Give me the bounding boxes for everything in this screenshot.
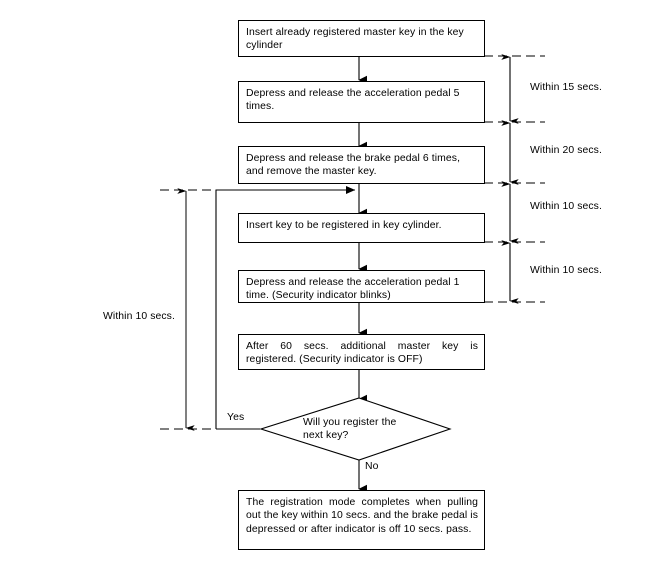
edge-label-yes: Yes: [227, 412, 245, 423]
timing-label-within-15-secs: Within 15 secs.: [530, 82, 602, 93]
process-box-acceleration-pedal-5: Depress and release the acceleration ped…: [238, 81, 485, 123]
timing-label-within-10-secs-left: Within 10 secs.: [103, 311, 175, 322]
process-box-brake-pedal-6: Depress and release the brake pedal 6 ti…: [238, 146, 485, 184]
decision-text-line2: next key?: [303, 430, 349, 441]
decision-diamond: [259, 397, 452, 461]
process-box-insert-master-key: Insert already registered master key in …: [238, 20, 485, 57]
timing-label-within-20-secs: Within 20 secs.: [530, 145, 602, 156]
edge-label-no: No: [365, 461, 379, 472]
timing-label-within-10-secs-upper: Within 10 secs.: [530, 201, 602, 212]
timing-label-within-10-secs-lower: Within 10 secs.: [530, 265, 602, 276]
process-box-acceleration-pedal-1: Depress and release the acceleration ped…: [238, 270, 485, 303]
process-box-registration-complete: The registration mode completes when pul…: [238, 490, 485, 550]
process-box-insert-key-to-register: Insert key to be registered in key cylin…: [238, 213, 485, 243]
process-box-after-60-secs: After 60 secs. additional master key is …: [238, 334, 485, 370]
decision-text-line1: Will you register the: [303, 417, 397, 428]
